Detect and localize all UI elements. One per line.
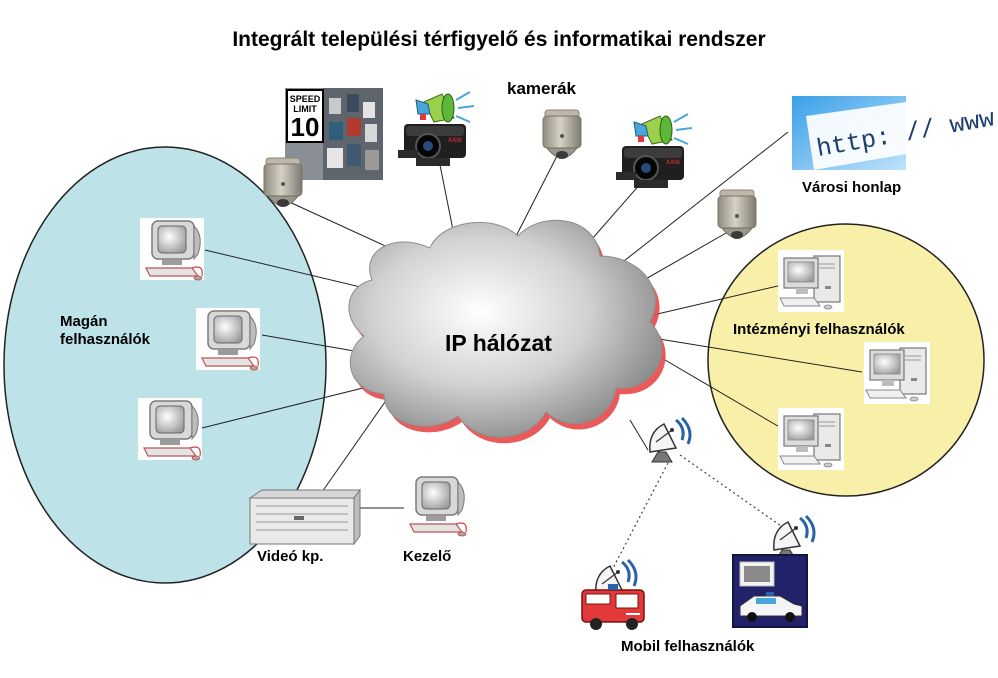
institutional-users-zone (707, 223, 985, 497)
computer-icon (777, 407, 845, 471)
dome-camera-icon (717, 189, 757, 240)
box-camera-icon (615, 113, 693, 189)
mobile-users-label: Mobil felhasználók (621, 638, 755, 655)
computer-icon (195, 307, 261, 371)
private-users-label-line1: Magán (60, 313, 108, 330)
computer-icon (863, 341, 931, 405)
computer-icon (777, 249, 845, 313)
ambulance-icon (581, 584, 645, 630)
satellite-dish-icon (648, 416, 692, 464)
computer-icon (137, 397, 203, 461)
city-homepage-label: Városi honlap (802, 179, 902, 196)
speed-sign-line2: LIMIT (293, 104, 317, 114)
private-users-label-line2: felhasználók (60, 331, 151, 348)
traffic-photo: SPEED LIMIT 10 (285, 88, 383, 180)
speed-sign-value: 10 (291, 112, 320, 142)
private-users-zone (3, 146, 327, 584)
satellite-dish-icon (772, 514, 816, 562)
computer-icon (403, 473, 469, 537)
dome-camera-icon (542, 109, 582, 160)
ip-network-label: IP hálózat (445, 330, 552, 356)
private-users-label: Magán felhasználók (60, 313, 150, 349)
server-rack-icon (248, 488, 361, 546)
browser-screenshot: http: // www (792, 96, 997, 170)
wireless-links (611, 454, 785, 571)
computer-icon (139, 217, 205, 281)
speed-sign-line1: SPEED (290, 94, 321, 104)
operator-label: Kezelő (403, 548, 452, 565)
institutional-users-label: Intézményi felhasználók (733, 321, 905, 338)
diagram-title: Integrált települési térfigyelő és infor… (232, 28, 766, 51)
police-car-icon (732, 554, 808, 628)
video-center-label: Videó kp. (257, 548, 324, 565)
box-camera-icon (397, 91, 475, 167)
cameras-label: kamerák (507, 79, 577, 98)
ip-network-cloud (348, 219, 666, 444)
